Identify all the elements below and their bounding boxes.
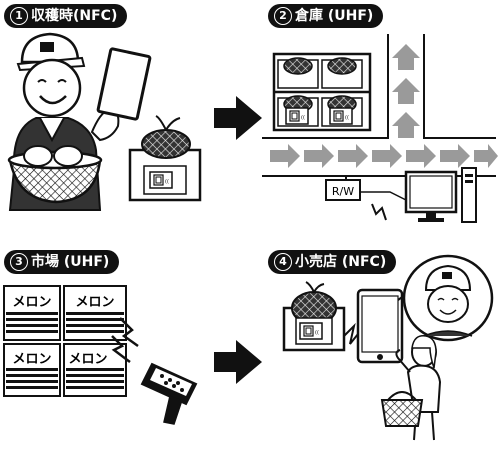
gray-arrows-up: [392, 44, 420, 138]
step-4-number: 4: [274, 253, 292, 271]
step-1-title: 収穫時(NFC): [31, 8, 118, 24]
flow-arrow-1-2: [214, 96, 262, 140]
step-3-number: 3: [10, 253, 28, 271]
market-boxes: メロン メロン メロン メロン: [3, 285, 127, 397]
step-3-title: 市場 (UHF): [31, 254, 110, 270]
melon-box-4: [284, 282, 344, 350]
farmer-speech-bubble: [397, 254, 494, 342]
market-box-label-3: メロン: [12, 352, 51, 367]
gray-arrows-right: [270, 144, 498, 168]
melon-box-1: [128, 115, 202, 202]
handheld-reader: [111, 317, 198, 425]
market-box-label-4: メロン: [68, 352, 107, 367]
smartphone-illustration: [343, 288, 404, 364]
market-box-label-2: メロン: [75, 295, 114, 310]
step-4-title: 小売店 (NFC): [295, 254, 387, 270]
step-2-title: 倉庫 (UHF): [295, 8, 374, 24]
flow-arrow-3-4: [214, 340, 262, 384]
shopping-basket: [380, 391, 424, 427]
nfc-card-1: [96, 47, 152, 121]
step-1-number: 1: [10, 7, 28, 25]
computer-illustration: [404, 167, 477, 223]
farmer-illustration: [7, 32, 120, 211]
market-box-label-1: メロン: [12, 295, 51, 310]
rw-reader: R/W: [325, 176, 407, 221]
step-2-number: 2: [274, 7, 292, 25]
rw-reader-label: R/W: [332, 185, 354, 198]
warehouse-shelves: [272, 52, 372, 132]
